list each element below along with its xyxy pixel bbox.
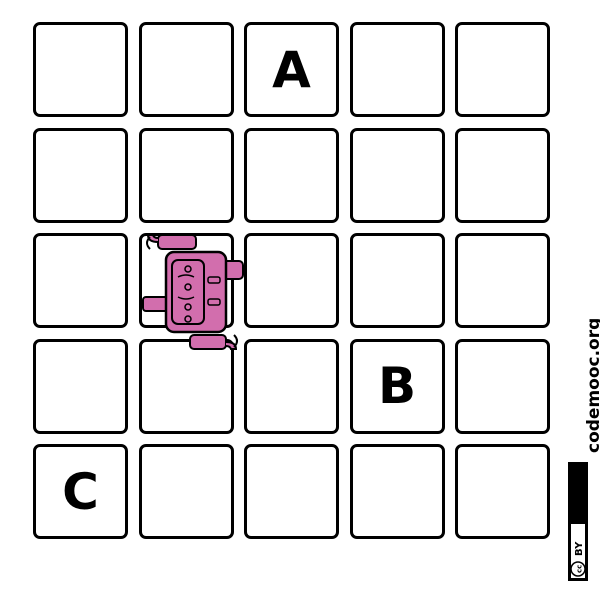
svg-text:cc: cc [576,565,584,573]
grid-cell-r3-c0[interactable] [33,338,128,434]
cell-label: C [62,462,99,521]
robot-icon [142,234,244,350]
grid-cell-r1-c0[interactable] [33,127,128,223]
grid-cell-r4-c4[interactable] [455,444,550,539]
grid-cell-r0-c2[interactable]: A [244,22,339,117]
grid-cell-r0-c1[interactable] [138,22,234,117]
grid-cell-r4-c3[interactable] [349,444,445,539]
grid-cell-r4-c2[interactable] [244,444,339,539]
grid-cell-r0-c3[interactable] [349,22,445,117]
grid-cell-r0-c0[interactable] [33,22,128,117]
grid-cell-r4-c1[interactable] [138,444,234,539]
grid-cell-r3-c1[interactable] [138,338,234,434]
grid-cell-r1-c4[interactable] [455,127,550,223]
grid-cell-r1-c3[interactable] [349,127,445,223]
grid-cell-r1-c1[interactable] [138,127,234,223]
grid-cell-r4-c0[interactable]: C [33,444,128,539]
grid-cell-r3-c3[interactable]: B [349,338,445,434]
grid-cell-r3-c2[interactable] [244,338,339,434]
grid-cell-r2-c2[interactable] [244,233,339,328]
grid-cell-r2-c3[interactable] [349,233,445,328]
game-board: A B C [33,22,561,550]
grid-cell-r2-c4[interactable] [455,233,550,328]
grid-cell-r1-c2[interactable] [244,127,339,223]
license-label: BY [574,541,585,556]
grid-cell-r3-c4[interactable] [455,338,550,434]
cell-label: B [377,357,417,415]
cell-label: A [272,40,311,99]
cc-by-license-icon: cc BY [568,462,588,581]
site-name: codemooc.org [584,317,600,453]
grid-cell-r2-c0[interactable] [33,233,128,328]
grid-cell-r0-c4[interactable] [455,22,550,117]
